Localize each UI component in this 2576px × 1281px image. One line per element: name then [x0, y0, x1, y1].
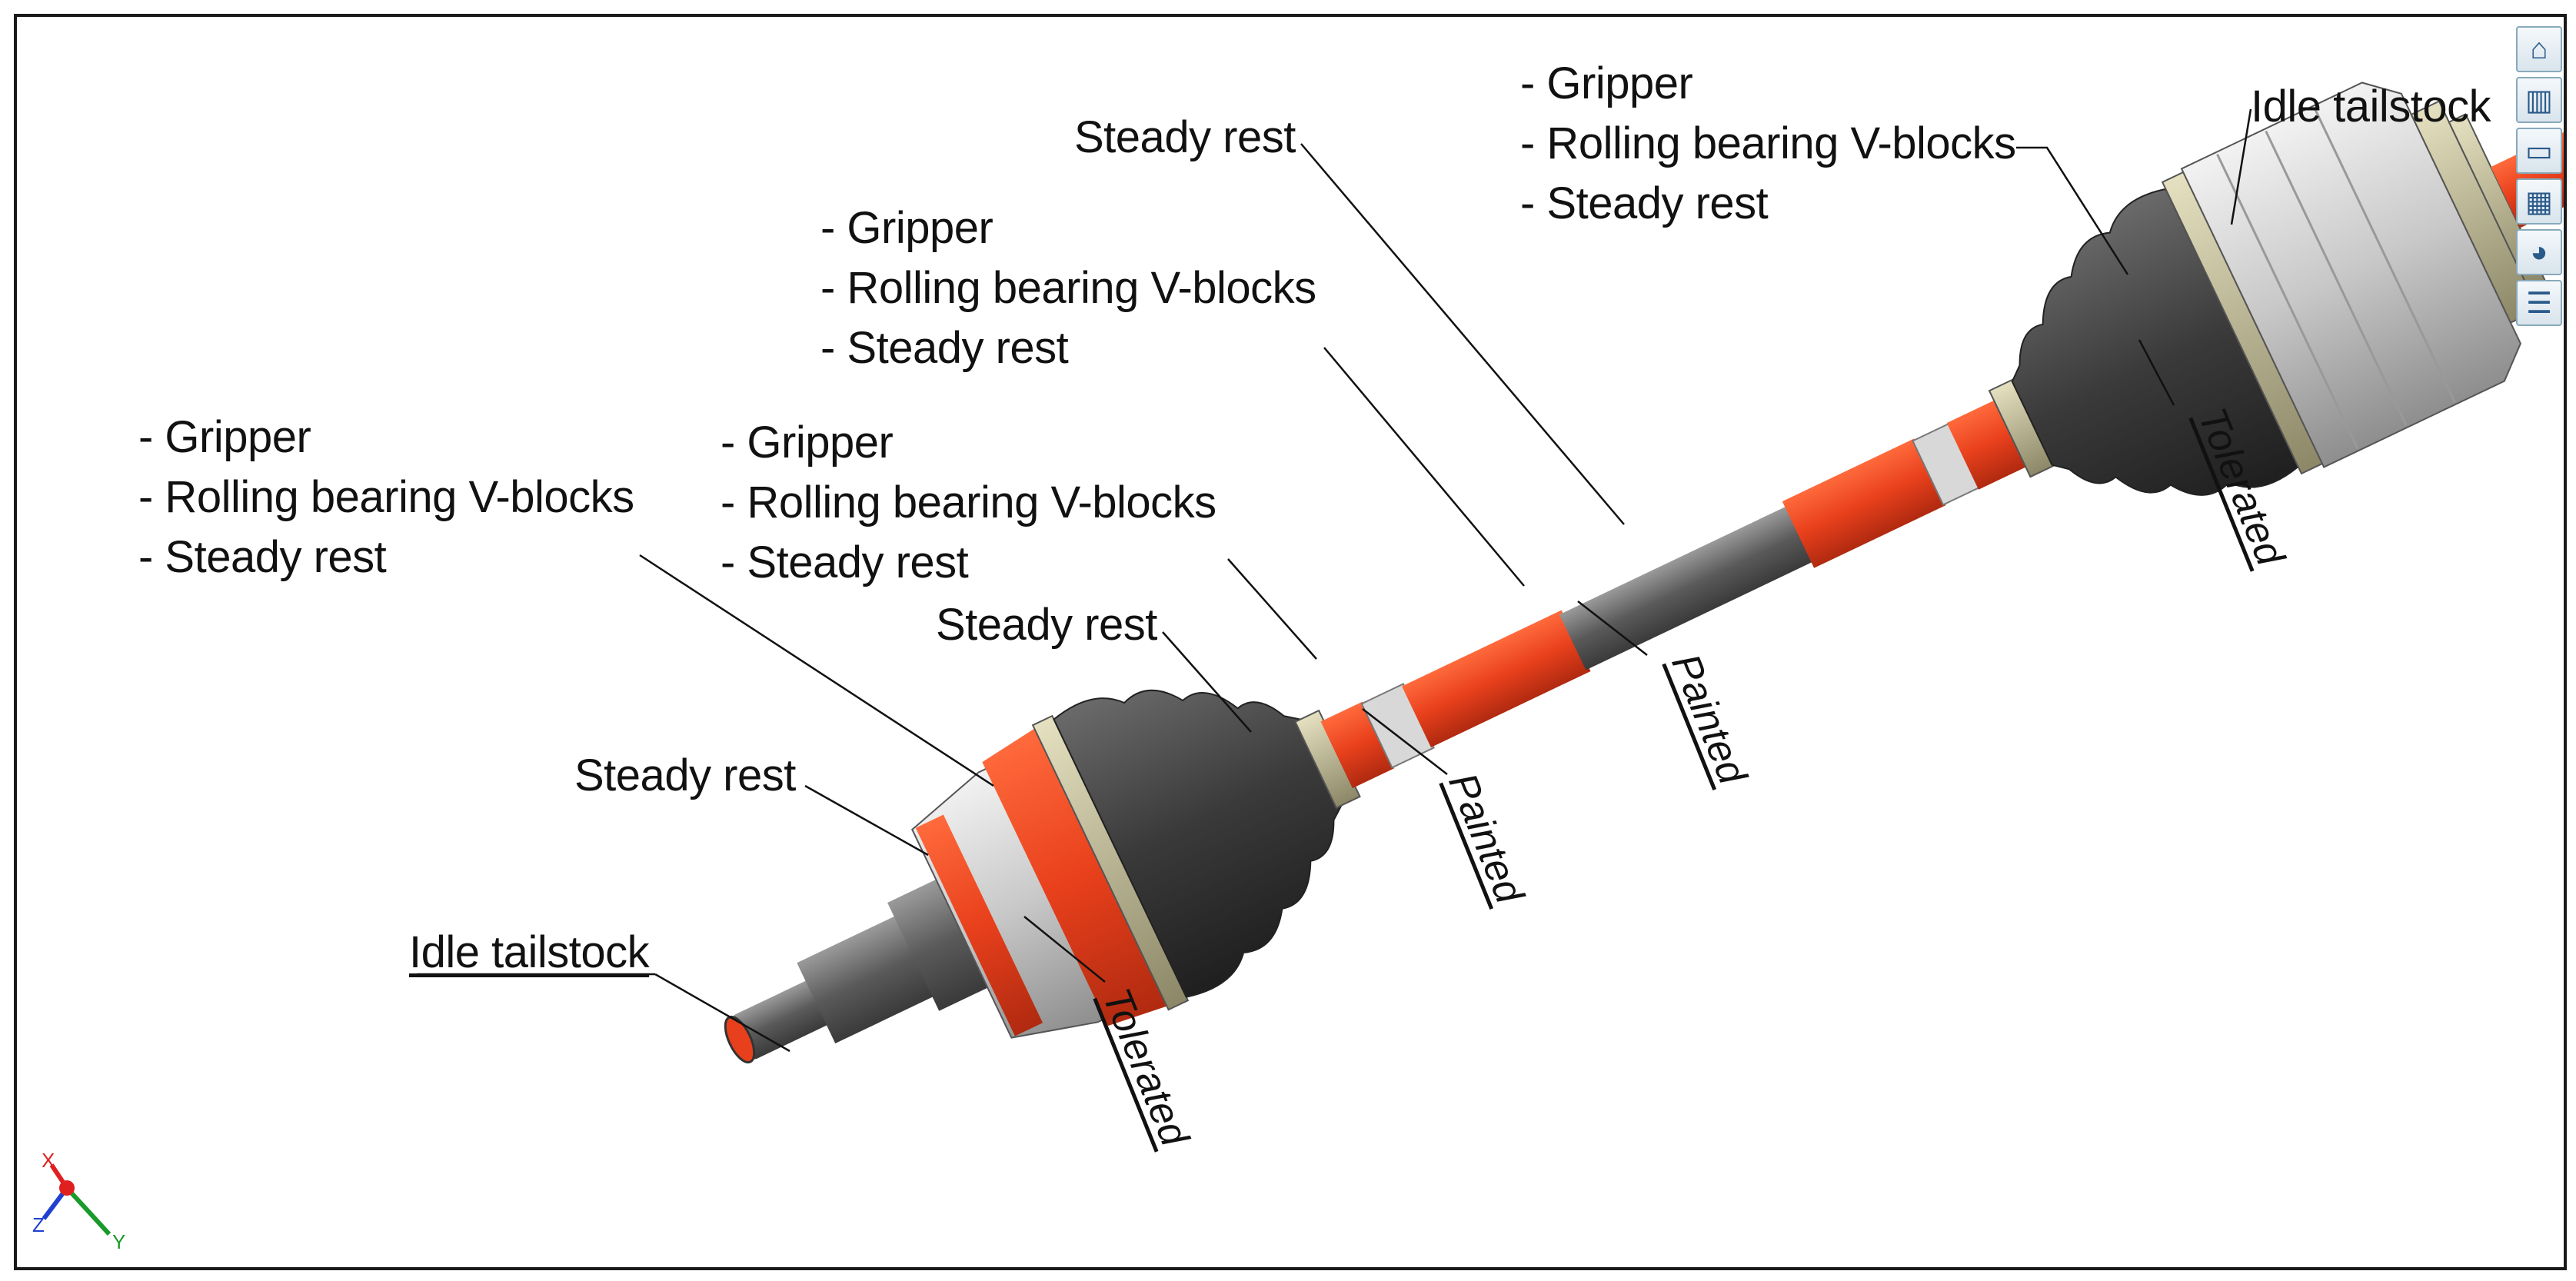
callout-line: - Steady rest: [820, 323, 1069, 373]
home-icon[interactable]: ⌂: [2516, 26, 2562, 72]
callout-mid: - Gripper - Rolling bearing V-blocks - S…: [721, 413, 1216, 593]
callout-left: - Gripper - Rolling bearing V-blocks - S…: [138, 408, 634, 587]
callout-line: - Gripper: [1520, 58, 1693, 108]
callout-line: - Steady rest: [1520, 178, 1769, 228]
axis-y-label: Y: [112, 1230, 125, 1253]
steady-rest-mid-label: Steady rest: [936, 600, 1157, 650]
steady-rest-left-label: Steady rest: [574, 750, 796, 800]
callout-line: - Gripper: [721, 418, 894, 467]
part-icon[interactable]: ▥: [2516, 77, 2562, 123]
axis-triad: X Y Z: [32, 1149, 125, 1253]
structure-icon[interactable]: ▦: [2516, 178, 2562, 225]
idle-tailstock-right-label: Idle tailstock: [2251, 82, 2491, 131]
color-icon[interactable]: ◕: [2516, 229, 2562, 275]
callout-line: - Rolling bearing V-blocks: [721, 477, 1216, 527]
callout-line: - Rolling bearing V-blocks: [1520, 118, 2016, 168]
view-toolbar: ⌂ ▥ ▭ ▦ ◕ ☰: [2516, 26, 2564, 326]
callout-top-right: - Gripper - Rolling bearing V-blocks - S…: [1520, 54, 2016, 234]
callout-line: - Gripper: [138, 412, 311, 462]
idle-tailstock-left-label: Idle tailstock: [409, 927, 650, 977]
axis-z-label: Z: [32, 1213, 45, 1236]
callout-line: - Rolling bearing V-blocks: [138, 472, 634, 522]
list-icon[interactable]: ☰: [2516, 280, 2562, 326]
3d-viewport[interactable]: - Gripper - Rolling bearing V-blocks - S…: [14, 14, 2567, 1270]
callout-line: - Steady rest: [721, 537, 969, 587]
callout-line: - Rolling bearing V-blocks: [820, 263, 1316, 313]
callout-line: - Gripper: [820, 203, 993, 253]
axis-x-label: X: [42, 1149, 55, 1172]
drive-shaft-model: [417, 82, 2564, 1064]
open-folder-icon[interactable]: ▭: [2516, 128, 2562, 174]
callout-top-mid: - Gripper - Rolling bearing V-blocks - S…: [820, 198, 1316, 378]
steady-rest-top-label: Steady rest: [1074, 112, 1296, 162]
callout-line: - Steady rest: [138, 532, 387, 582]
